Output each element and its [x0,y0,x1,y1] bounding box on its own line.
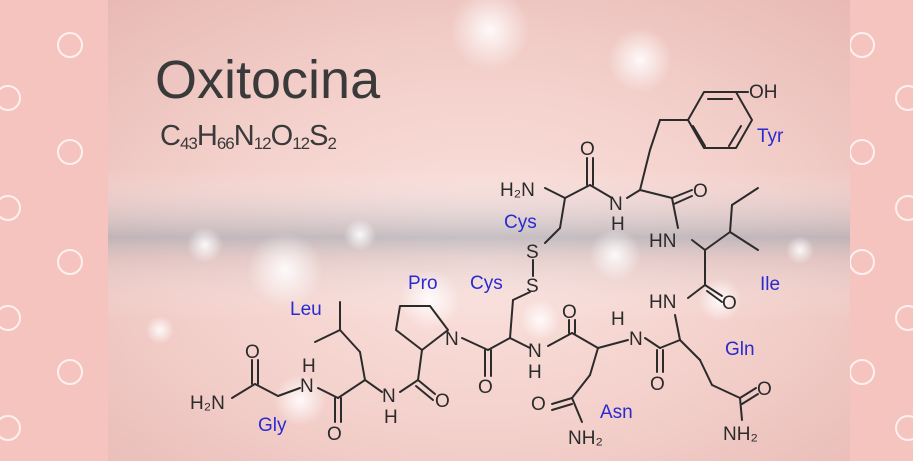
atom-sulfur-2: S [526,276,539,297]
atom-ile-hn: HN [649,231,676,252]
atom-tyr-oh: OH [749,82,778,103]
formula-h: H [197,120,217,152]
atom-gln-amide-o: O [757,379,772,400]
atom-gly-h2n: H₂N [190,393,225,414]
formula-h-count: 66 [217,134,234,153]
atom-asn-carbonyl-o: O [562,302,577,323]
atom-asn-nh: N [528,341,542,362]
residue-label-cys: Cys [470,273,503,294]
atom-tyr-carbonyl-o: O [693,181,708,202]
atom-sulfur-1: S [526,242,539,263]
formula-c: C [160,120,180,152]
atom-leu-nh-h: H [384,407,398,428]
residue-label-gln: Gln [725,339,755,360]
formula-o-count: 12 [292,134,309,153]
formula-n: N [234,120,254,152]
residue-label-asn: Asn [600,402,633,423]
atom-gln-nh: N [629,329,643,350]
bond-skeleton [231,91,759,423]
side-panel-right [850,0,913,461]
residue-label-ile: Ile [760,274,780,295]
atom-asn-amide-o: O [531,394,546,415]
residue-label-gly: Gly [258,415,287,436]
atom-tyr-nh-h: H [611,214,625,235]
atom-tyr-nh: N [609,194,623,215]
atom-gln-nh-h: H [611,309,625,330]
atom-labels: OH O N H O H₂N S S HN HN O N H O O NH₂ O… [190,82,778,449]
atom-asn-nh-h: H [528,362,542,383]
atom-leu-carbonyl-o: O [327,424,342,445]
formula-n-count: 12 [254,134,271,153]
side-panel-left [0,0,108,461]
atom-leu-nh: N [382,386,396,407]
atom-cys2-carbonyl-o: O [478,377,493,398]
atom-gln-hn: HN [649,292,676,313]
formula-s-count: 2 [327,134,336,153]
formula-o: O [271,120,293,152]
molecular-formula: C43H66N12O12S2 [160,120,336,153]
atom-gly-carbonyl-o: O [245,342,260,363]
molecule-title: Oxitocina [155,50,381,110]
formula-s: S [309,120,328,152]
residue-label-pro: Pro [408,273,438,294]
residue-labels: Tyr Cys Ile Pro Cys Leu Gln Asn Gly [258,126,784,436]
atom-pro-n: N [445,329,459,350]
residue-label-cys-n-terminal: Cys [504,212,537,233]
atom-pro-carbonyl-o: O [435,391,450,412]
atom-gln-nh2: NH₂ [723,424,758,445]
atom-asn-nh2: NH₂ [568,428,603,449]
formula-c-count: 43 [180,134,197,153]
atom-cys1-carbonyl-o: O [580,139,595,160]
atom-gly-nh-h: H [302,356,316,377]
residue-label-leu: Leu [290,299,322,320]
residue-label-tyr: Tyr [757,126,784,147]
atom-gly-nh: N [300,376,314,397]
atom-cys1-h2n: H₂N [500,180,535,201]
bokeh-lights [146,0,814,426]
atom-gln-carbonyl-o: O [650,374,665,395]
atom-ile-carbonyl-o: O [722,293,737,314]
